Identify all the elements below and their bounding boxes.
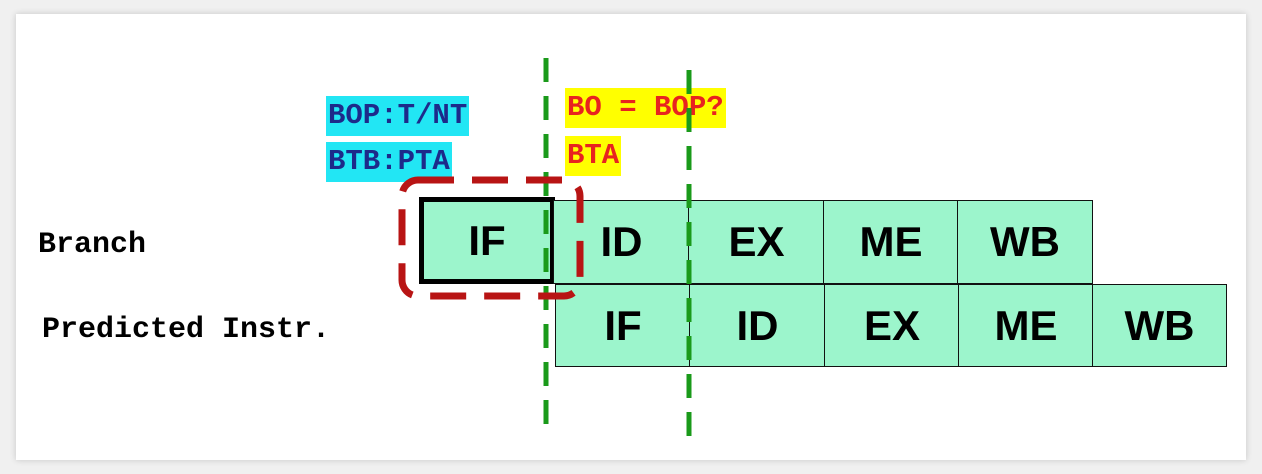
bta-annotation: BTA xyxy=(565,136,622,176)
branch-stage-wb: WB xyxy=(957,200,1093,284)
predicted-stage-me: ME xyxy=(958,284,1094,367)
branch-stage-ex: EX xyxy=(688,200,825,284)
predicted-stage-ex: EX xyxy=(824,284,960,367)
bop-annotation: BOP:T/NT xyxy=(326,96,470,136)
branch-stage-id: ID xyxy=(553,200,690,284)
btb-annotation: BTB:PTA xyxy=(326,142,452,182)
pipeline-diagram: BOP:T/NT BTB:PTA BO = BOP? BTA Branch Pr… xyxy=(16,14,1246,460)
branch-stage-me: ME xyxy=(823,200,959,284)
predicted-stage-wb: WB xyxy=(1092,284,1227,367)
row-label-branch: Branch xyxy=(38,228,147,262)
predicted-stage-if: IF xyxy=(555,284,691,367)
predicted-stage-id: ID xyxy=(689,284,826,367)
row-label-predicted-instr: Predicted Instr. xyxy=(42,313,331,347)
bo-compare-annotation: BO = BOP? xyxy=(565,88,726,128)
branch-stage-if: IF xyxy=(419,197,555,284)
